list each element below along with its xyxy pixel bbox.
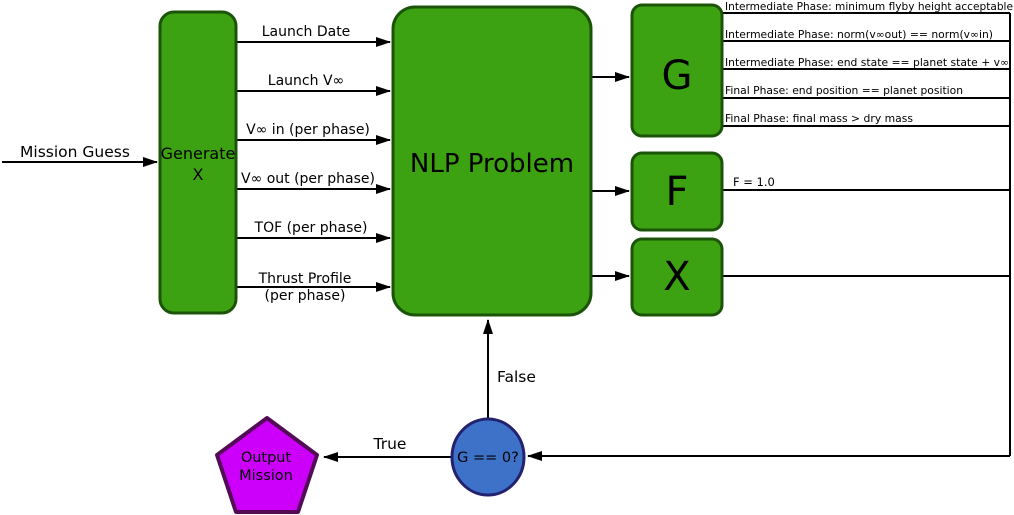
generate-x-label-line1: Generate xyxy=(161,144,236,163)
output-mission-label-line2: Mission xyxy=(239,468,293,484)
edge-label-launch-vinf: Launch V∞ xyxy=(268,73,344,89)
decision-label: G == 0? xyxy=(457,450,519,466)
nlp-problem-label: NLP Problem xyxy=(410,149,574,179)
constraint-label-2: Intermediate Phase: norm(v∞out) == norm(… xyxy=(725,29,993,41)
constraint-label-4: Final Phase: end position == planet posi… xyxy=(725,85,963,97)
edge-label-vinf-out: V∞ out (per phase) xyxy=(241,171,375,187)
f-value-label: F = 1.0 xyxy=(733,175,775,189)
output-mission-label-line1: Output xyxy=(241,450,292,466)
output-mission-node xyxy=(215,416,319,514)
constraint-label-5: Final Phase: final mass > dry mass xyxy=(725,113,913,125)
generate-x-node xyxy=(158,10,238,315)
g-output-node xyxy=(630,3,724,138)
edge-label-thrust-profile-line2: (per phase) xyxy=(265,288,346,304)
x-output-label: X xyxy=(663,254,690,300)
f-output-label: F xyxy=(665,169,688,215)
g-output-label: G xyxy=(662,53,693,99)
edge-label-tof: TOF (per phase) xyxy=(254,220,368,236)
constraint-label-3: Intermediate Phase: end state == planet … xyxy=(725,57,1009,69)
edge-label-thrust-profile-line1: Thrust Profile xyxy=(258,271,352,287)
x-output-node xyxy=(630,237,724,317)
generate-x-label-line2: X xyxy=(193,165,204,184)
true-branch-label: True xyxy=(373,435,407,453)
decision-node xyxy=(450,417,526,497)
false-branch-label: False xyxy=(497,368,536,386)
nlp-problem-node xyxy=(391,5,593,317)
mission-guess-label: Mission Guess xyxy=(20,143,130,161)
constraint-label-1: Intermediate Phase: minimum flyby height… xyxy=(725,1,1013,13)
edge-label-launch-date: Launch Date xyxy=(262,24,351,40)
edge-label-vinf-in: V∞ in (per phase) xyxy=(246,122,370,138)
f-output-node xyxy=(630,151,724,232)
